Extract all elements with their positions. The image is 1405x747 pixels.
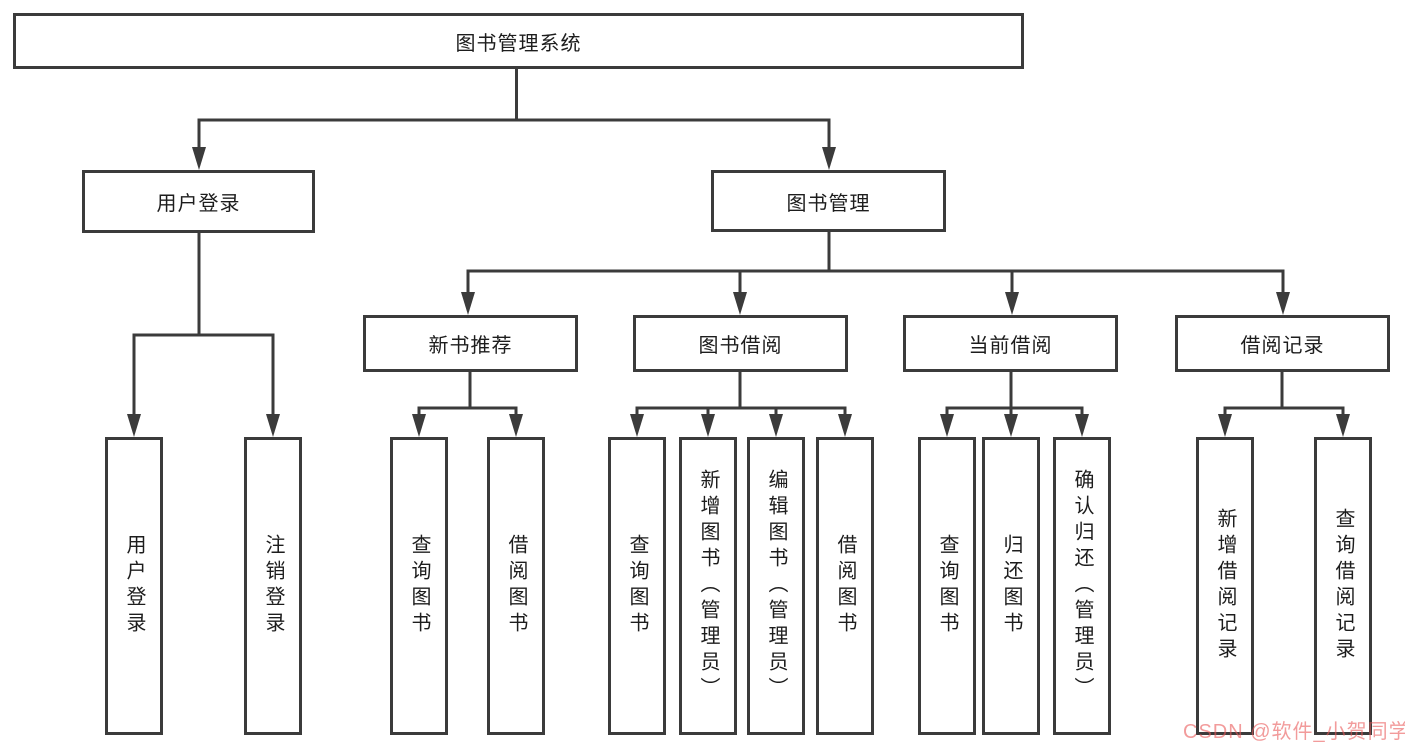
leaf-recommend-borrow-book: 借阅图书 — [487, 437, 545, 735]
node-current-borrow-label: 当前借阅 — [968, 335, 1053, 357]
leaf-borrow-borrow-book-label: 借阅图书 — [834, 534, 856, 638]
leaf-borrow-query-book-label: 查询图书 — [626, 534, 648, 638]
leaf-records-add-record: 新增借阅记录 — [1196, 437, 1254, 735]
leaf-logout-label: 注销登录 — [262, 534, 284, 638]
leaf-current-return-book-label: 归还图书 — [1000, 534, 1022, 638]
node-book-management: 图书管理 — [711, 170, 946, 232]
leaf-user-login: 用户登录 — [105, 437, 163, 735]
leaf-recommend-query-book: 查询图书 — [390, 437, 448, 735]
node-borrow-records: 借阅记录 — [1175, 315, 1390, 372]
leaf-user-login-label: 用户登录 — [123, 534, 145, 638]
leaf-borrow-borrow-book: 借阅图书 — [816, 437, 874, 735]
leaf-current-query-book: 查询图书 — [918, 437, 976, 735]
leaf-records-query-record-label: 查询借阅记录 — [1332, 508, 1354, 664]
node-book-management-label: 图书管理 — [786, 192, 871, 215]
leaf-records-query-record: 查询借阅记录 — [1314, 437, 1372, 735]
leaf-current-return-book: 归还图书 — [982, 437, 1040, 735]
leaf-borrow-edit-book-admin-label: 编辑图书（管理员） — [765, 469, 787, 703]
node-borrow-records-label: 借阅记录 — [1240, 335, 1325, 357]
node-root-label: 图书管理系统 — [455, 32, 582, 55]
leaf-borrow-edit-book-admin: 编辑图书（管理员） — [747, 437, 805, 735]
leaf-logout: 注销登录 — [244, 437, 302, 735]
node-current-borrow: 当前借阅 — [903, 315, 1118, 372]
leaf-current-query-book-label: 查询图书 — [936, 534, 958, 638]
node-user-login: 用户登录 — [82, 170, 315, 233]
leaf-borrow-add-book-admin-label: 新增图书（管理员） — [697, 469, 719, 703]
node-user-login-label: 用户登录 — [156, 193, 241, 215]
leaf-recommend-query-book-label: 查询图书 — [408, 534, 430, 638]
leaf-borrow-query-book: 查询图书 — [608, 437, 666, 735]
leaf-records-add-record-label: 新增借阅记录 — [1214, 508, 1236, 664]
node-root: 图书管理系统 — [13, 13, 1024, 69]
csdn-watermark: CSDN @软件_小贺同学 — [1183, 721, 1405, 743]
node-new-book-recommend-label: 新书推荐 — [428, 335, 513, 357]
leaf-current-confirm-return-admin-label: 确认归还（管理员） — [1071, 469, 1093, 703]
leaf-recommend-borrow-book-label: 借阅图书 — [505, 534, 527, 638]
node-book-borrow-label: 图书借阅 — [698, 335, 783, 357]
leaf-current-confirm-return-admin: 确认归还（管理员） — [1053, 437, 1111, 735]
leaf-borrow-add-book-admin: 新增图书（管理员） — [679, 437, 737, 735]
node-new-book-recommend: 新书推荐 — [363, 315, 578, 372]
node-book-borrow: 图书借阅 — [633, 315, 848, 372]
